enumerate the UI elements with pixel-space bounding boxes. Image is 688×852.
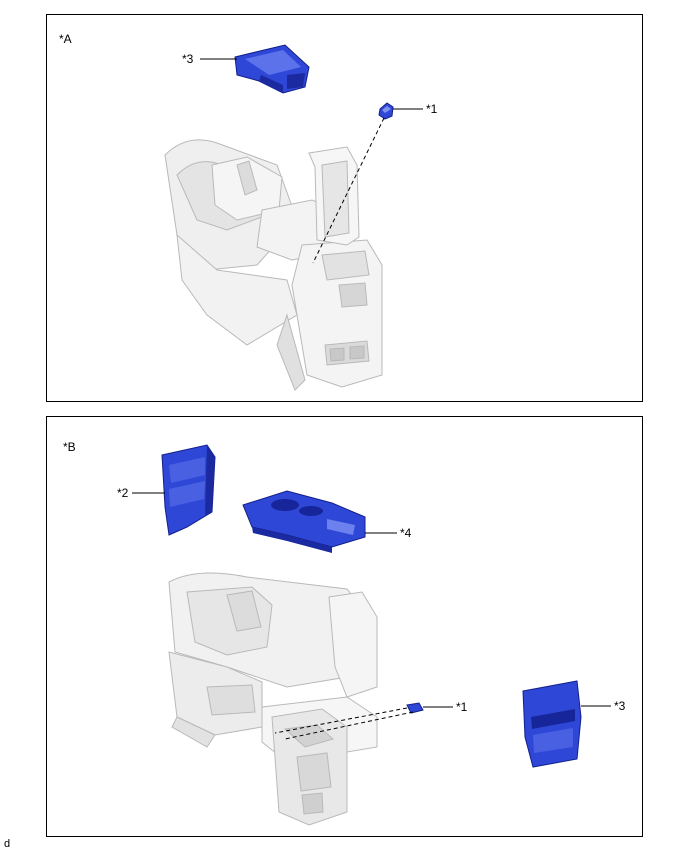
panel-b-tag: *B — [63, 440, 76, 454]
callout-part-3: *3 — [614, 699, 626, 713]
part-4-upper-console-panel — [242, 490, 366, 553]
part-1-clip — [406, 702, 424, 714]
illustration-panel-b: *B — [46, 416, 643, 837]
callout-part-2: *2 — [117, 486, 129, 500]
part-3-upper-panel — [234, 44, 310, 94]
vehicle-interior-b — [168, 572, 378, 826]
panel-a-tag: *A — [59, 32, 72, 46]
part-3-rear-panel — [522, 680, 582, 768]
part-1-clip — [378, 102, 394, 120]
panel-b-drawing — [132, 444, 611, 826]
figure-code: d — [4, 838, 11, 850]
install-path-line — [312, 117, 385, 264]
callout-part-1: *1 — [456, 700, 468, 714]
callout-part-1: *1 — [426, 102, 438, 116]
panel-a-drawing — [164, 44, 423, 391]
part-2-side-panel — [161, 444, 216, 536]
illustration-panel-a: *A — [46, 14, 643, 402]
callout-part-3: *3 — [182, 52, 194, 66]
install-path-line-2 — [284, 711, 414, 740]
vehicle-interior-a — [164, 139, 383, 391]
callout-part-4: *4 — [400, 526, 412, 540]
install-path-line-1 — [274, 707, 408, 734]
